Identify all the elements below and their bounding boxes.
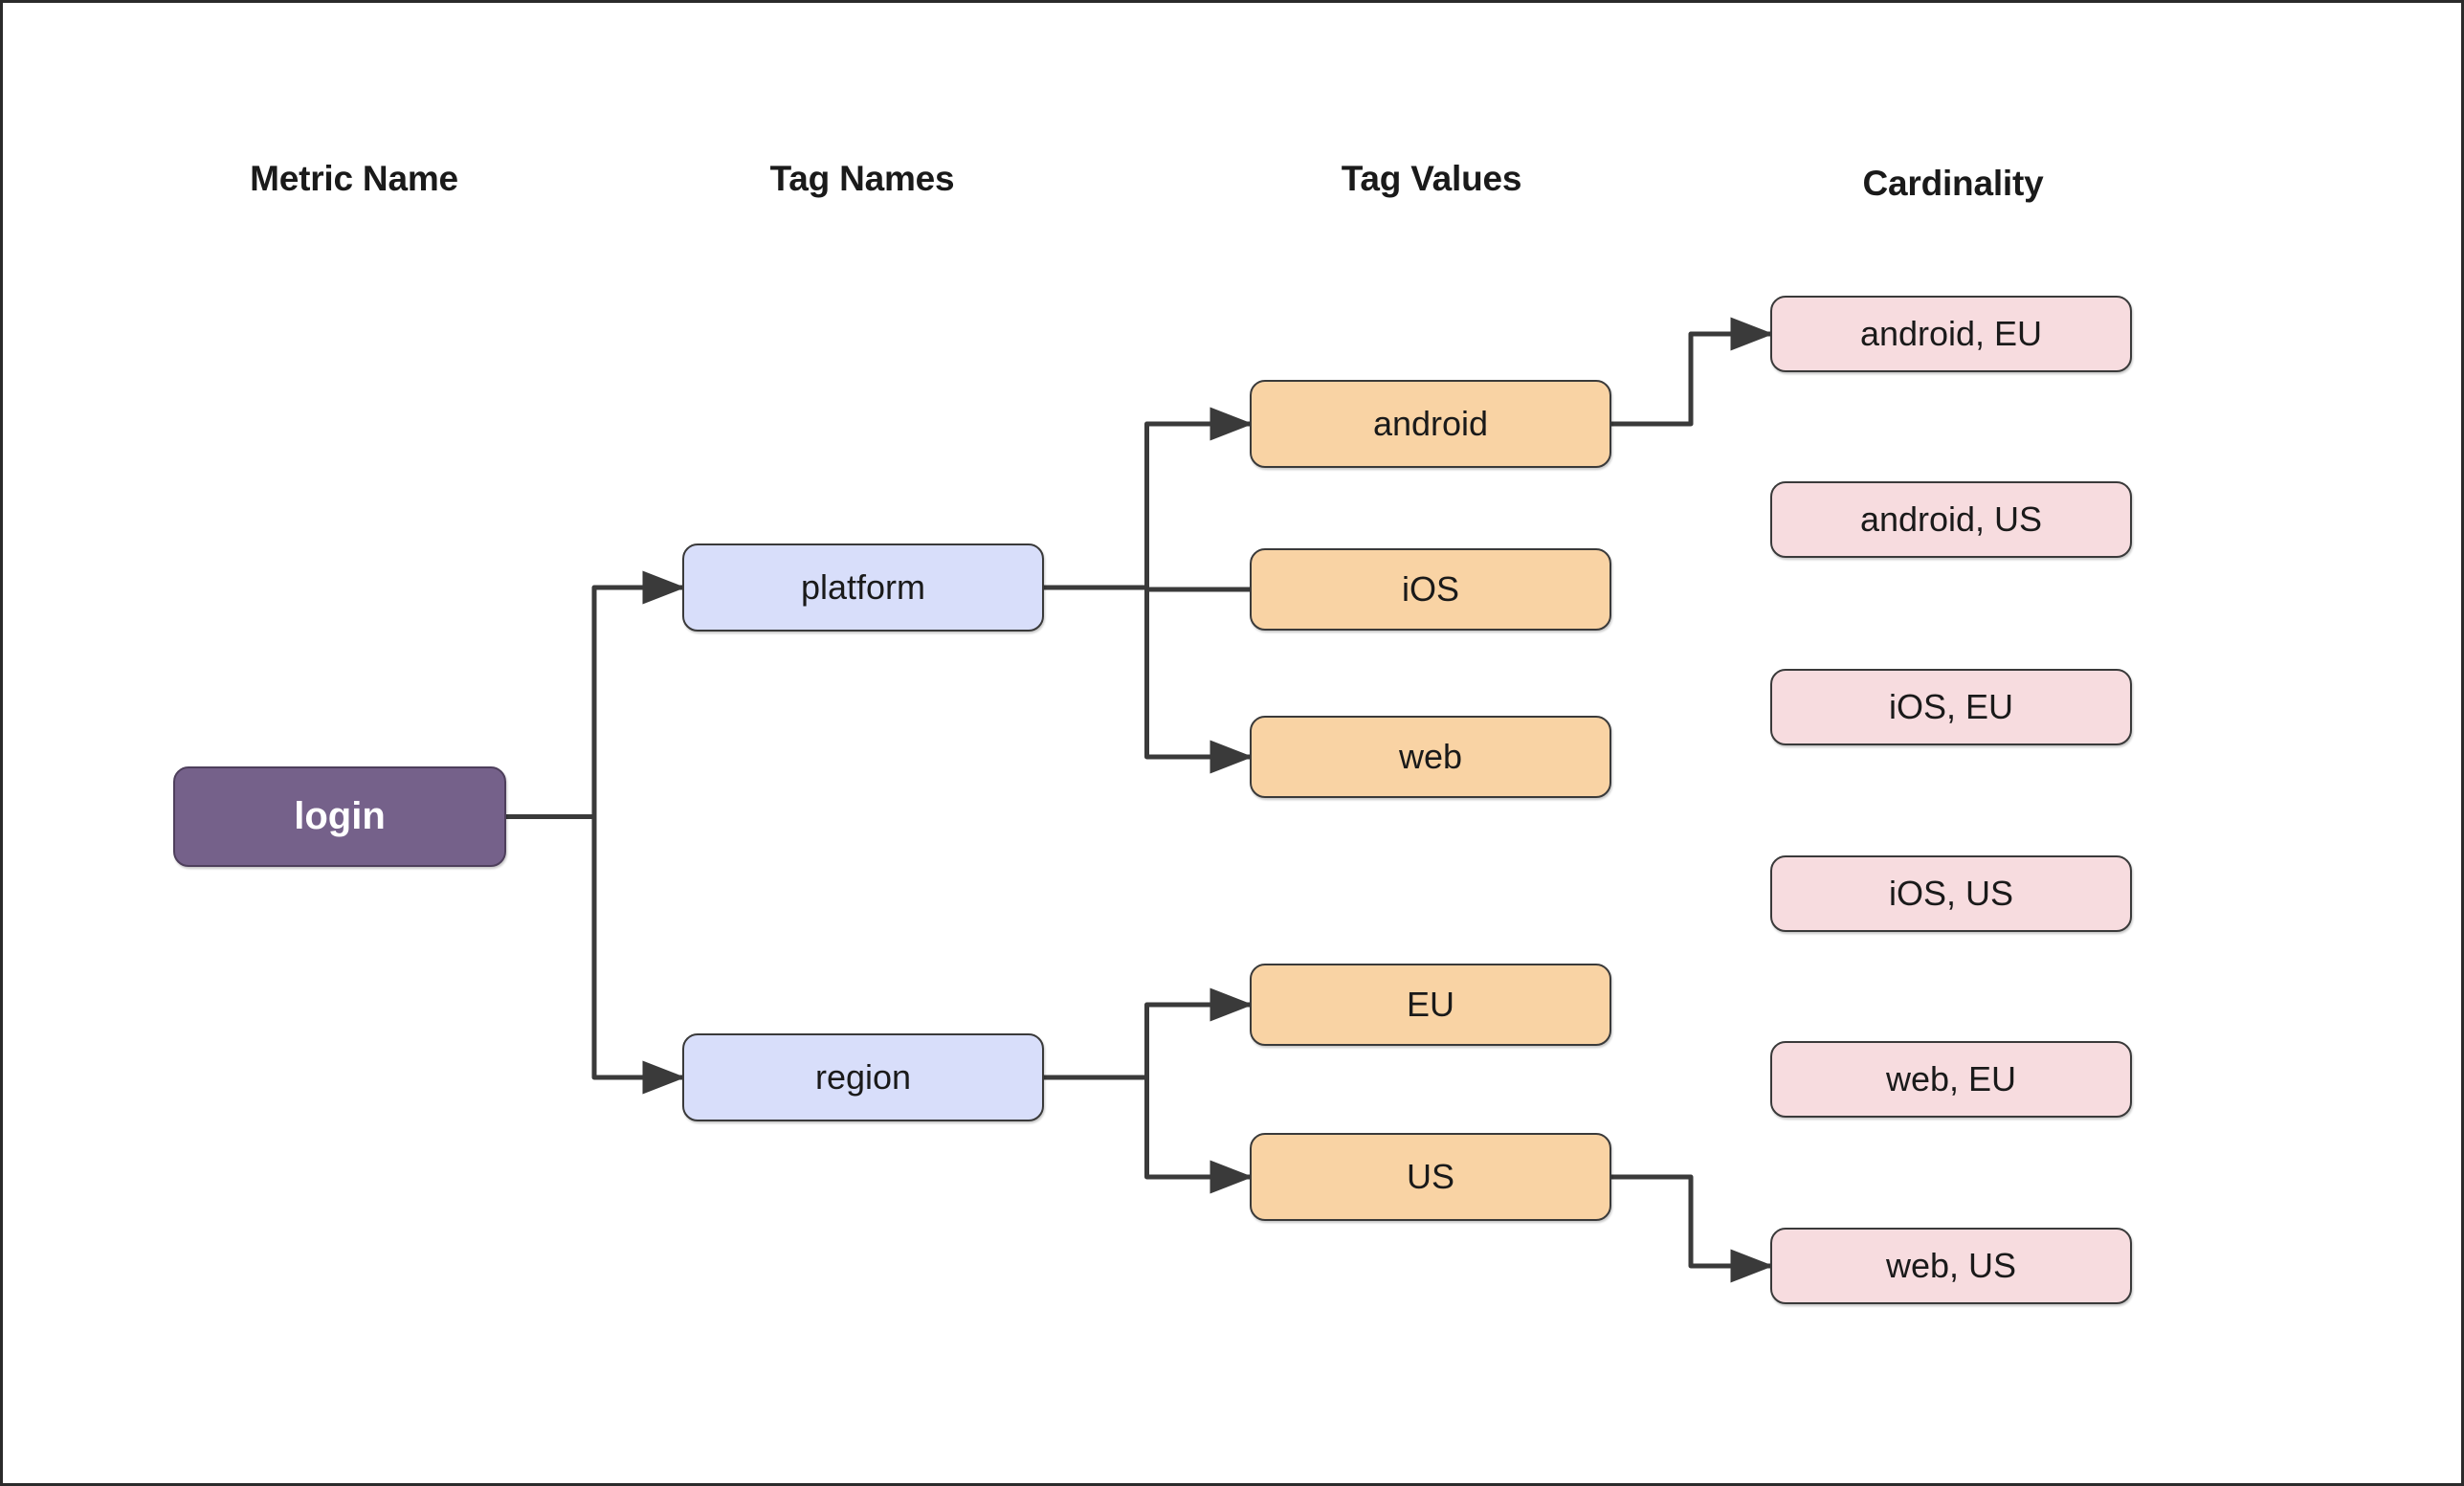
edge-android-to-android-eu	[1611, 317, 1774, 427]
node-login[interactable]: login	[173, 766, 506, 867]
node-label: iOS, US	[1888, 874, 2014, 913]
edge-platform-to-ios	[1044, 585, 1250, 592]
node-ios-eu[interactable]: iOS, EU	[1770, 669, 2132, 745]
node-android[interactable]: android	[1250, 380, 1611, 468]
node-label: US	[1406, 1157, 1454, 1196]
edge-platform-to-android	[1044, 407, 1254, 590]
node-us[interactable]: US	[1250, 1133, 1611, 1221]
node-web[interactable]: web	[1250, 716, 1611, 798]
node-label: platform	[800, 567, 926, 607]
edge-us-to-web-us	[1611, 1174, 1774, 1283]
node-eu[interactable]: EU	[1250, 964, 1611, 1046]
node-label: web	[1398, 737, 1463, 776]
node-android-eu[interactable]: android, EU	[1770, 296, 2132, 372]
edge-login-to-region	[506, 814, 686, 1095]
node-label: EU	[1406, 985, 1454, 1024]
node-label: android, EU	[1859, 314, 2043, 353]
node-label: iOS	[1401, 569, 1459, 609]
node-region[interactable]: region	[682, 1033, 1044, 1121]
node-web-eu[interactable]: web, EU	[1770, 1041, 2132, 1118]
node-android-us[interactable]: android, US	[1770, 481, 2132, 558]
column-header-tag-values: Tag Values	[1341, 159, 1522, 198]
edge-platform-to-web	[1044, 585, 1254, 774]
node-label: android, US	[1859, 499, 2043, 539]
node-label: web, US	[1885, 1246, 2017, 1285]
node-label: web, EU	[1885, 1059, 2017, 1098]
node-platform[interactable]: platform	[682, 543, 1044, 632]
node-label: login	[294, 795, 386, 837]
node-label: region	[814, 1057, 912, 1097]
edge-login-to-platform	[506, 570, 686, 819]
column-header-metric-name: Metric Name	[250, 159, 458, 198]
column-header-tag-names: Tag Names	[769, 159, 955, 198]
column-header-cardinality: Cardinality	[1862, 164, 2044, 203]
node-ios[interactable]: iOS	[1250, 548, 1611, 631]
edge-region-to-eu	[1044, 987, 1254, 1080]
edge-region-to-us	[1044, 1075, 1254, 1194]
node-web-us[interactable]: web, US	[1770, 1228, 2132, 1304]
node-ios-us[interactable]: iOS, US	[1770, 855, 2132, 932]
node-label: iOS, EU	[1888, 687, 2014, 726]
node-label: android	[1372, 404, 1489, 443]
